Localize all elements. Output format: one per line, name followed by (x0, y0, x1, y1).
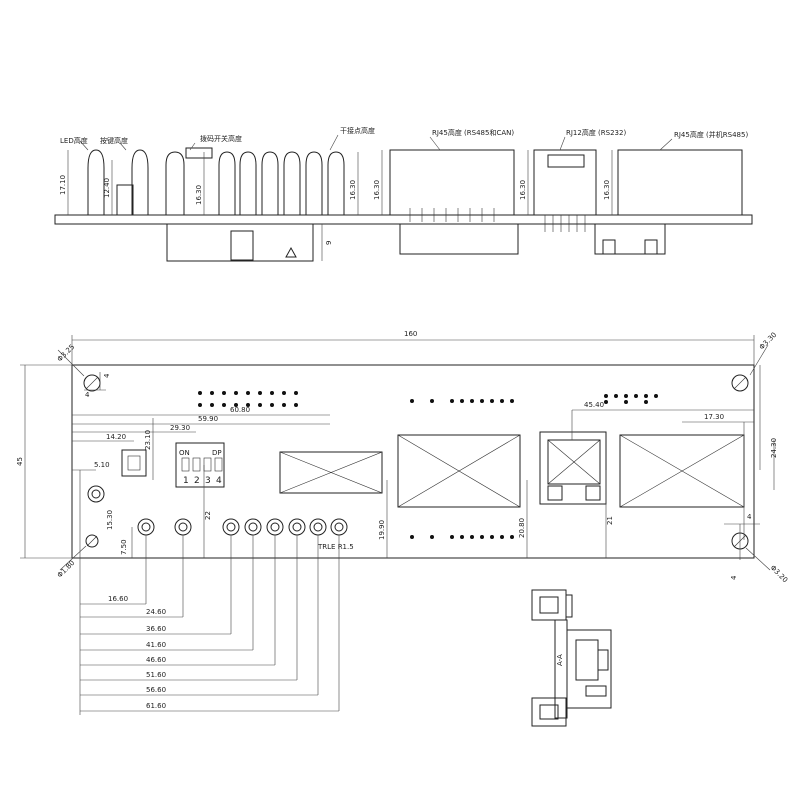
dim-29-30: 29.30 (170, 424, 190, 432)
side-connector-triangle (285, 246, 297, 258)
led-dim-7: 56.60 (146, 686, 166, 694)
side-rj45-b (617, 149, 743, 216)
dim-22: 22 (204, 511, 212, 520)
top-button (121, 449, 147, 477)
hole-dia-bottom-right: Φ3.20 (769, 564, 790, 585)
side-bottom-connector (166, 223, 314, 262)
dim-4-right: 4 (730, 575, 738, 580)
dip-num-3: 3 (205, 476, 211, 486)
led-dim-3: 36.60 (146, 625, 166, 633)
dim-rj45a-height: 16.30 (373, 180, 381, 200)
pin-dot-matrix (198, 391, 658, 539)
top-pcb-outline (71, 364, 755, 559)
dim-overall-length: 160 (404, 330, 417, 338)
dim-59-90: 59.90 (198, 415, 218, 423)
led-type-label: TRLE R1.5 (317, 543, 354, 551)
callout-dip-height: 拨码开关高度 (200, 134, 242, 143)
callout-rj45-a-height: RJ45高度 (RS485和CAN) (432, 128, 514, 137)
dim-rj45b-height: 16.30 (603, 180, 611, 200)
top-view: ON DP 1 2 3 4 (16, 330, 789, 715)
hole-dia-top-right: Φ3.30 (758, 331, 779, 352)
callout-button-height: 按键高度 (100, 136, 128, 145)
dim-board-height: 45 (16, 457, 24, 466)
side-rj12 (533, 149, 597, 216)
dip-num-2: 2 (194, 476, 200, 486)
dip-switch: ON DP 1 2 3 4 (175, 442, 225, 488)
rj45-b-footprint (619, 434, 745, 508)
side-rj45-a-bottom (399, 223, 519, 255)
dim-19-90: 19.90 (378, 520, 386, 540)
side-rj45-a (389, 149, 515, 216)
led-dim-1: 16.60 (108, 595, 128, 603)
side-rj12-pins (544, 215, 586, 232)
dim-4-bottom-right: 4 (747, 513, 752, 521)
dim-button-height: 12.40 (103, 178, 111, 198)
side-rj45-b-bottom (594, 223, 666, 255)
dim-21: 21 (606, 516, 614, 525)
dim-60-80: 60.80 (230, 406, 250, 414)
dip-dp-label: DP (212, 449, 222, 457)
callout-led-height: LED高度 (60, 136, 88, 145)
callout-rj45-b-height: RJ45高度 (并机RS485) (674, 130, 748, 139)
callout-rj12-height: RJ12高度 (RS232) (566, 128, 626, 137)
side-led-cluster (87, 147, 345, 216)
dim-led-height: 17.10 (59, 175, 67, 195)
dim-14-20: 14.20 (106, 433, 126, 441)
relay-box (279, 451, 383, 494)
dim-dip-height: 16.30 (195, 185, 203, 205)
side-connector-latch (230, 230, 254, 261)
rj45-a-footprint (397, 434, 521, 508)
dim-7-50: 7.50 (120, 539, 128, 555)
side-dimension-lines (67, 134, 673, 261)
dim-24-30: 24.30 (770, 438, 778, 458)
dim-4-left: 4 (103, 373, 111, 378)
rj12-footprint (539, 431, 607, 505)
dim-23-10: 23.10 (144, 430, 152, 450)
dim-20-80: 20.80 (518, 518, 526, 538)
side-pcb-board (54, 214, 753, 225)
dim-dry-height: 16.30 (349, 180, 357, 200)
dip-num-1: 1 (183, 476, 189, 486)
hole-dia-top-left: Φ3.25 (56, 343, 77, 364)
side-view: LED高度 按键高度 拨码开关高度 干接点高度 RJ45高度 (RS485和CA… (54, 126, 753, 262)
dim-17-30: 17.30 (704, 413, 724, 421)
led-dim-6: 51.60 (146, 671, 166, 679)
callout-dry-contact-height: 干接点高度 (340, 126, 375, 135)
dip-on-label: ON (179, 449, 190, 457)
led-dim-8: 61.60 (146, 702, 166, 710)
top-dimension-lines (20, 335, 775, 715)
dim-rj12-height: 16.30 (519, 180, 527, 200)
led-dim-4: 41.60 (146, 641, 166, 649)
dim-5-10: 5.10 (94, 461, 110, 469)
dim-15-30: 15.30 (106, 510, 114, 530)
led-dim-5: 46.60 (146, 656, 166, 664)
dip-num-4: 4 (216, 476, 222, 486)
detail-view: A-A (531, 589, 612, 727)
dim-45-40: 45.40 (584, 401, 604, 409)
hole-dia-bottom-left: Φ1.80 (56, 559, 77, 580)
detail-section-label: A-A (556, 654, 564, 666)
led-dim-2: 24.60 (146, 608, 166, 616)
dim-4-top-left: 4 (85, 391, 90, 399)
dim-connector-depth: 9 (325, 241, 333, 245)
side-rj45-a-pins (409, 208, 495, 222)
